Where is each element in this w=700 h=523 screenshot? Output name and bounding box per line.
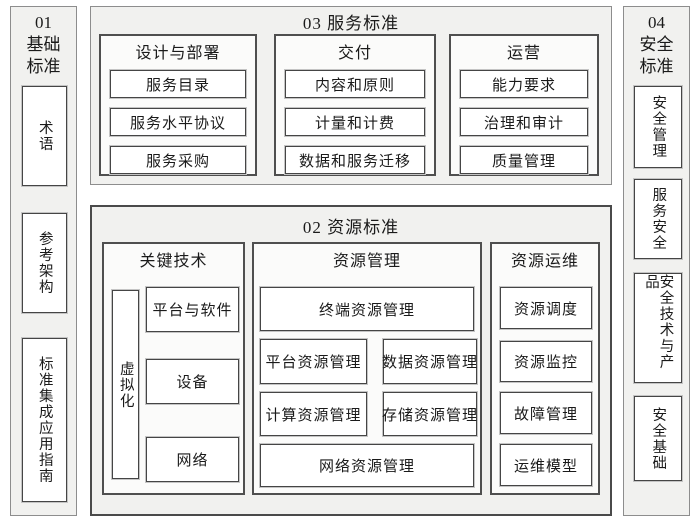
section-title: 04 安全 标准 <box>624 12 689 78</box>
box-label: 虚拟化 <box>117 360 134 409</box>
panel-operation: 运营 能力要求 治理和审计 质量管理 <box>449 34 599 176</box>
panel-title: 资源管理 <box>332 253 401 270</box>
panel-title: 关键技术 <box>139 253 208 270</box>
box-platform-and-software: 平台与软件 <box>146 287 239 332</box>
panel-design-and-deployment: 设计与部署 服务目录 服务水平协议 服务采购 <box>99 34 257 176</box>
box-resource-monitoring: 资源监控 <box>500 341 592 382</box>
box-resource-scheduling: 资源调度 <box>500 287 592 329</box>
panel-delivery: 交付 内容和原则 计量和计费 数据和服务迁移 <box>274 34 436 176</box>
section-security-standards: 04 安全 标准 安全管理 服务安全 安全技术与产品 安全基础 <box>623 6 690 516</box>
section-title-line: 标准 <box>639 57 674 76</box>
box-label: 术语 <box>36 120 53 152</box>
box-capability-requirements: 能力要求 <box>460 70 588 98</box>
box-computing-resource-mgmt: 计算资源管理 <box>260 392 367 436</box>
box-quality-management: 质量管理 <box>460 146 588 174</box>
box-label: 标准集成应用指南 <box>36 356 53 484</box>
box-metering-and-billing: 计量和计费 <box>285 108 425 136</box>
section-title-line: 安全 <box>639 35 674 54</box>
box-data-resource-mgmt: 数据资源管理 <box>382 339 477 384</box>
box-network: 网络 <box>146 437 239 482</box>
section-title-line: 04 <box>648 13 665 32</box>
box-service-level-agreement: 服务水平协议 <box>110 108 246 136</box>
section-service-standards: 03 服务标准 设计与部署 服务目录 服务水平协议 服务采购 交付 内容和原则 … <box>90 6 612 185</box>
box-content-and-principles: 内容和原则 <box>285 70 425 98</box>
box-label: 参考架构 <box>36 231 53 295</box>
section-title: 02 资源标准 <box>302 218 400 237</box>
box-platform-resource-mgmt: 平台资源管理 <box>260 339 367 384</box>
box-security-tech-and-products: 安全技术与产品 <box>634 273 682 383</box>
panel-title: 运营 <box>506 45 541 62</box>
section-title-line: 标准 <box>26 57 61 76</box>
box-security-foundation: 安全基础 <box>634 396 682 481</box>
box-equipment: 设备 <box>146 359 239 404</box>
box-fault-management: 故障管理 <box>500 392 592 434</box>
section-title-line: 基础 <box>26 35 61 54</box>
box-security-management: 安全管理 <box>634 86 682 168</box>
panel-key-technology: 关键技术 虚拟化 平台与软件 设备 网络 <box>102 242 245 495</box>
box-label: 安全基础 <box>650 406 667 471</box>
box-virtualization: 虚拟化 <box>112 290 139 479</box>
panel-title: 资源运维 <box>510 253 579 270</box>
box-reference-architecture: 参考架构 <box>22 213 67 313</box>
box-standards-integration-guide: 标准集成应用指南 <box>22 338 67 502</box>
box-service-catalog: 服务目录 <box>110 70 246 98</box>
box-service-security: 服务安全 <box>634 179 682 259</box>
box-network-resource-mgmt: 网络资源管理 <box>260 444 474 487</box>
box-service-procurement: 服务采购 <box>110 146 246 174</box>
box-label: 安全管理 <box>650 95 667 159</box>
section-title: 01 基础 标准 <box>11 12 76 78</box>
box-storage-resource-mgmt: 存储资源管理 <box>382 392 477 436</box>
box-label: 服务安全 <box>650 187 667 251</box>
panel-resource-management: 资源管理 终端资源管理 平台资源管理 数据资源管理 计算资源管理 存储资源管理 … <box>252 242 482 495</box>
panel-title: 交付 <box>337 45 372 62</box>
section-basic-standards: 01 基础 标准 术语 参考架构 标准集成应用指南 <box>10 6 77 516</box>
box-terminology: 术语 <box>22 86 67 186</box>
box-governance-and-audit: 治理和审计 <box>460 108 588 136</box>
box-label: 安全技术与产品 <box>643 274 674 370</box>
section-title-line: 01 <box>35 13 52 32</box>
box-operations-model: 运维模型 <box>500 444 592 486</box>
section-resource-standards: 02 资源标准 关键技术 虚拟化 平台与软件 设备 网络 资源管理 终端资源管理… <box>90 205 612 516</box>
panel-resource-operations: 资源运维 资源调度 资源监控 故障管理 运维模型 <box>490 242 600 495</box>
panel-title: 设计与部署 <box>135 45 221 62</box>
box-data-and-service-migration: 数据和服务迁移 <box>285 146 425 174</box>
section-title: 03 服务标准 <box>302 14 400 33</box>
box-terminal-resource-mgmt: 终端资源管理 <box>260 287 474 331</box>
